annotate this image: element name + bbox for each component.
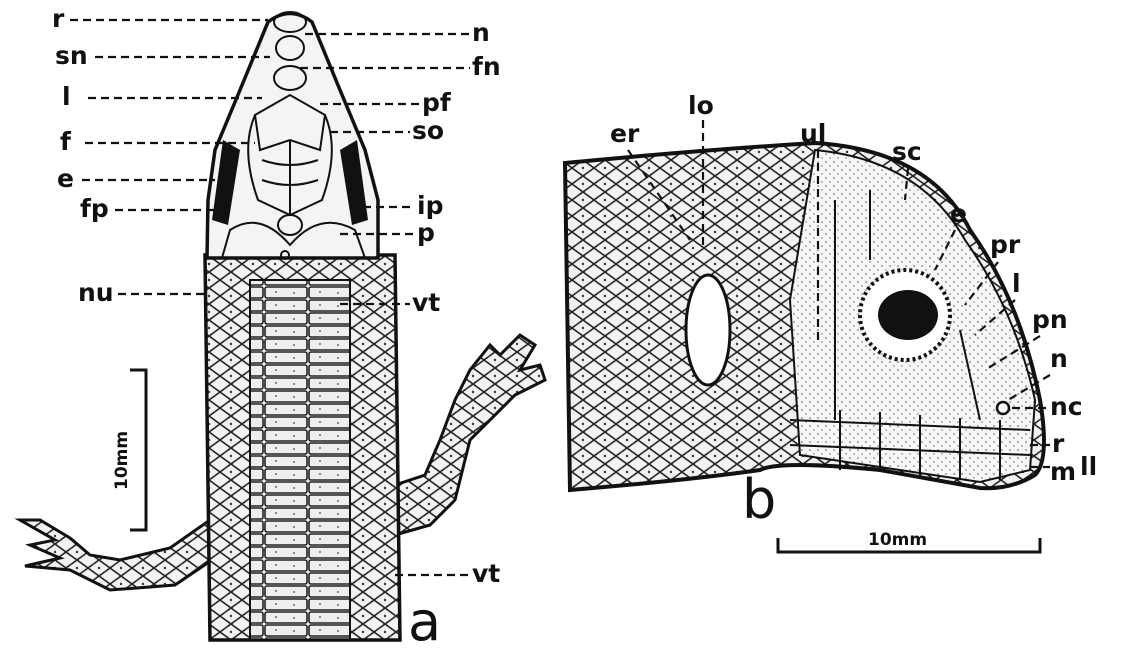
label-a-e: e xyxy=(57,164,74,193)
label-b-ul: ul xyxy=(800,119,826,148)
label-a-sn: sn xyxy=(55,41,88,70)
label-a-vt-upper: vt xyxy=(412,288,440,317)
ventral-plates xyxy=(250,280,350,640)
panel-a-scale-bar: 10mm xyxy=(112,370,146,530)
label-b-l: l xyxy=(1012,269,1021,298)
label-b-er: er xyxy=(610,119,640,148)
panel-b-drawing xyxy=(565,143,1044,490)
label-b-lo: lo xyxy=(688,91,714,120)
nostril xyxy=(997,402,1009,414)
label-a-r: r xyxy=(52,4,65,33)
label-a-f: f xyxy=(60,127,72,156)
panel-a-scale-label: 10mm xyxy=(112,431,132,490)
label-b-ll: ll xyxy=(1080,452,1097,481)
label-b-pr: pr xyxy=(990,230,1021,259)
label-a-so: so xyxy=(412,116,444,145)
panel-b-label: b xyxy=(742,468,776,531)
label-b-sc: sc xyxy=(892,137,922,166)
label-b-m: m xyxy=(1050,457,1076,486)
ear-opening xyxy=(686,275,730,385)
panel-a-label: a xyxy=(408,590,441,651)
label-a-nu: nu xyxy=(78,278,114,307)
panel-b-scale-label: 10mm xyxy=(868,530,927,550)
right-hindlimb xyxy=(395,335,545,535)
label-a-p: p xyxy=(417,218,435,247)
label-a-l: l xyxy=(62,82,71,111)
label-a-ip: ip xyxy=(417,191,443,220)
label-a-vt-lower: vt xyxy=(472,559,500,588)
eye xyxy=(878,290,938,340)
label-a-fp: fp xyxy=(80,194,109,223)
label-a-n: n xyxy=(472,18,490,47)
left-hindlimb xyxy=(20,520,212,590)
label-a-pf: pf xyxy=(422,88,452,117)
label-b-e: e xyxy=(950,199,967,228)
label-b-nc: nc xyxy=(1050,392,1083,421)
panel-b-scale-bar: 10mm xyxy=(778,530,1040,552)
label-b-pn: pn xyxy=(1032,305,1068,334)
panel-a-labels-left: r sn l f e fp nu xyxy=(52,4,114,307)
label-b-r: r xyxy=(1052,429,1065,458)
label-a-fn: fn xyxy=(472,52,501,81)
label-b-n: n xyxy=(1050,344,1068,373)
panel-a-drawing xyxy=(20,12,545,640)
